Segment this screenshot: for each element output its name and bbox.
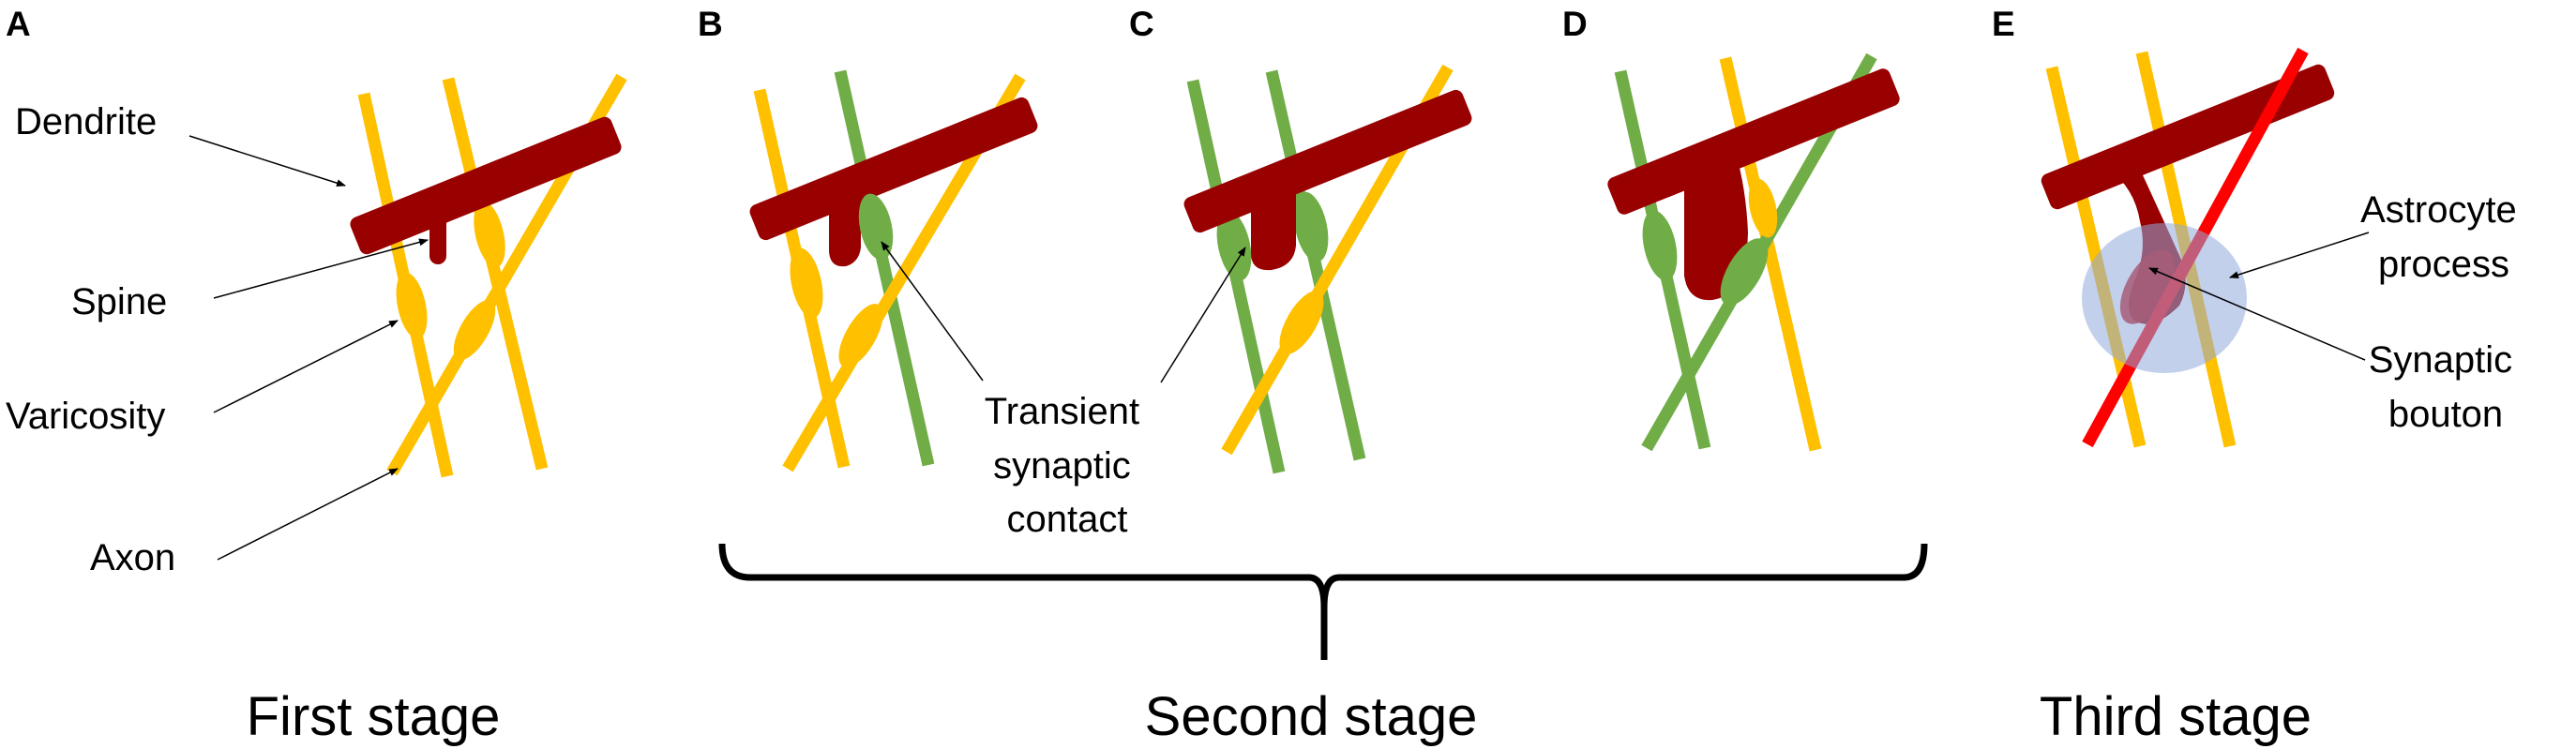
varicosity <box>790 247 823 319</box>
panel-b: B <box>698 5 1038 472</box>
axon-green-2 <box>1265 69 1366 461</box>
varicosity <box>474 201 505 268</box>
arrow-astrocyte <box>2229 232 2370 279</box>
stage-label-third: Third stage <box>2040 686 2312 747</box>
panel-c: C <box>1129 5 1472 474</box>
green-varicosity <box>1720 238 1769 306</box>
green-varicosity <box>1642 210 1678 281</box>
varicosity <box>453 299 496 361</box>
arrow-transient-c <box>1160 247 1246 383</box>
arrow-transient-b <box>881 241 984 382</box>
panel-letter-a: A <box>6 5 31 43</box>
label-axon: Axon <box>90 537 175 578</box>
dendrite <box>1607 68 1900 215</box>
arrow-axon <box>217 468 399 561</box>
label-astrocyte-process: Astrocyte process <box>2360 189 2527 285</box>
varicosity <box>396 272 428 339</box>
label-dendrite: Dendrite <box>15 101 157 142</box>
green-varicosity <box>1216 210 1252 281</box>
arrow-varicosity <box>213 320 399 413</box>
panel-letter-d: D <box>1562 5 1588 43</box>
panel-letter-c: C <box>1129 5 1154 43</box>
stage-label-second: Second stage <box>1145 686 1478 747</box>
astrocyte-process <box>2082 223 2247 373</box>
axon-yellow-2 <box>442 77 549 471</box>
dendrite <box>2041 64 2335 210</box>
panel-letter-e: E <box>1992 5 2015 43</box>
dendrite <box>749 97 1038 241</box>
panel-a: A Dendrite Spine Varicosity Axon <box>6 5 627 578</box>
spine <box>829 178 861 267</box>
varicosity <box>838 304 883 367</box>
spine <box>429 187 446 264</box>
stage-label-first: First stage <box>247 686 501 747</box>
arrow-dendrite <box>188 135 346 187</box>
panel-d: D <box>1562 5 1900 452</box>
label-varicosity: Varicosity <box>6 396 165 437</box>
label-spine: Spine <box>71 281 167 322</box>
varicosity <box>1279 291 1324 354</box>
axon-green-1 <box>834 69 935 467</box>
axon-yellow-1 <box>1719 56 1822 452</box>
label-transient-synaptic-contact: Transient synaptic contact <box>985 391 1150 540</box>
arrow-bouton <box>2148 267 2366 361</box>
arrow-spine <box>213 238 429 299</box>
dendrite <box>1183 89 1472 233</box>
spine <box>1251 161 1296 271</box>
label-synaptic-bouton: Synaptic bouton <box>2369 339 2523 435</box>
varicosity <box>1748 178 1778 238</box>
dendrite <box>350 116 622 255</box>
green-varicosity <box>1293 191 1329 262</box>
panel-letter-b: B <box>698 5 723 43</box>
panel-e: E Astrocyte process Synaptic bouton <box>1992 5 2527 448</box>
